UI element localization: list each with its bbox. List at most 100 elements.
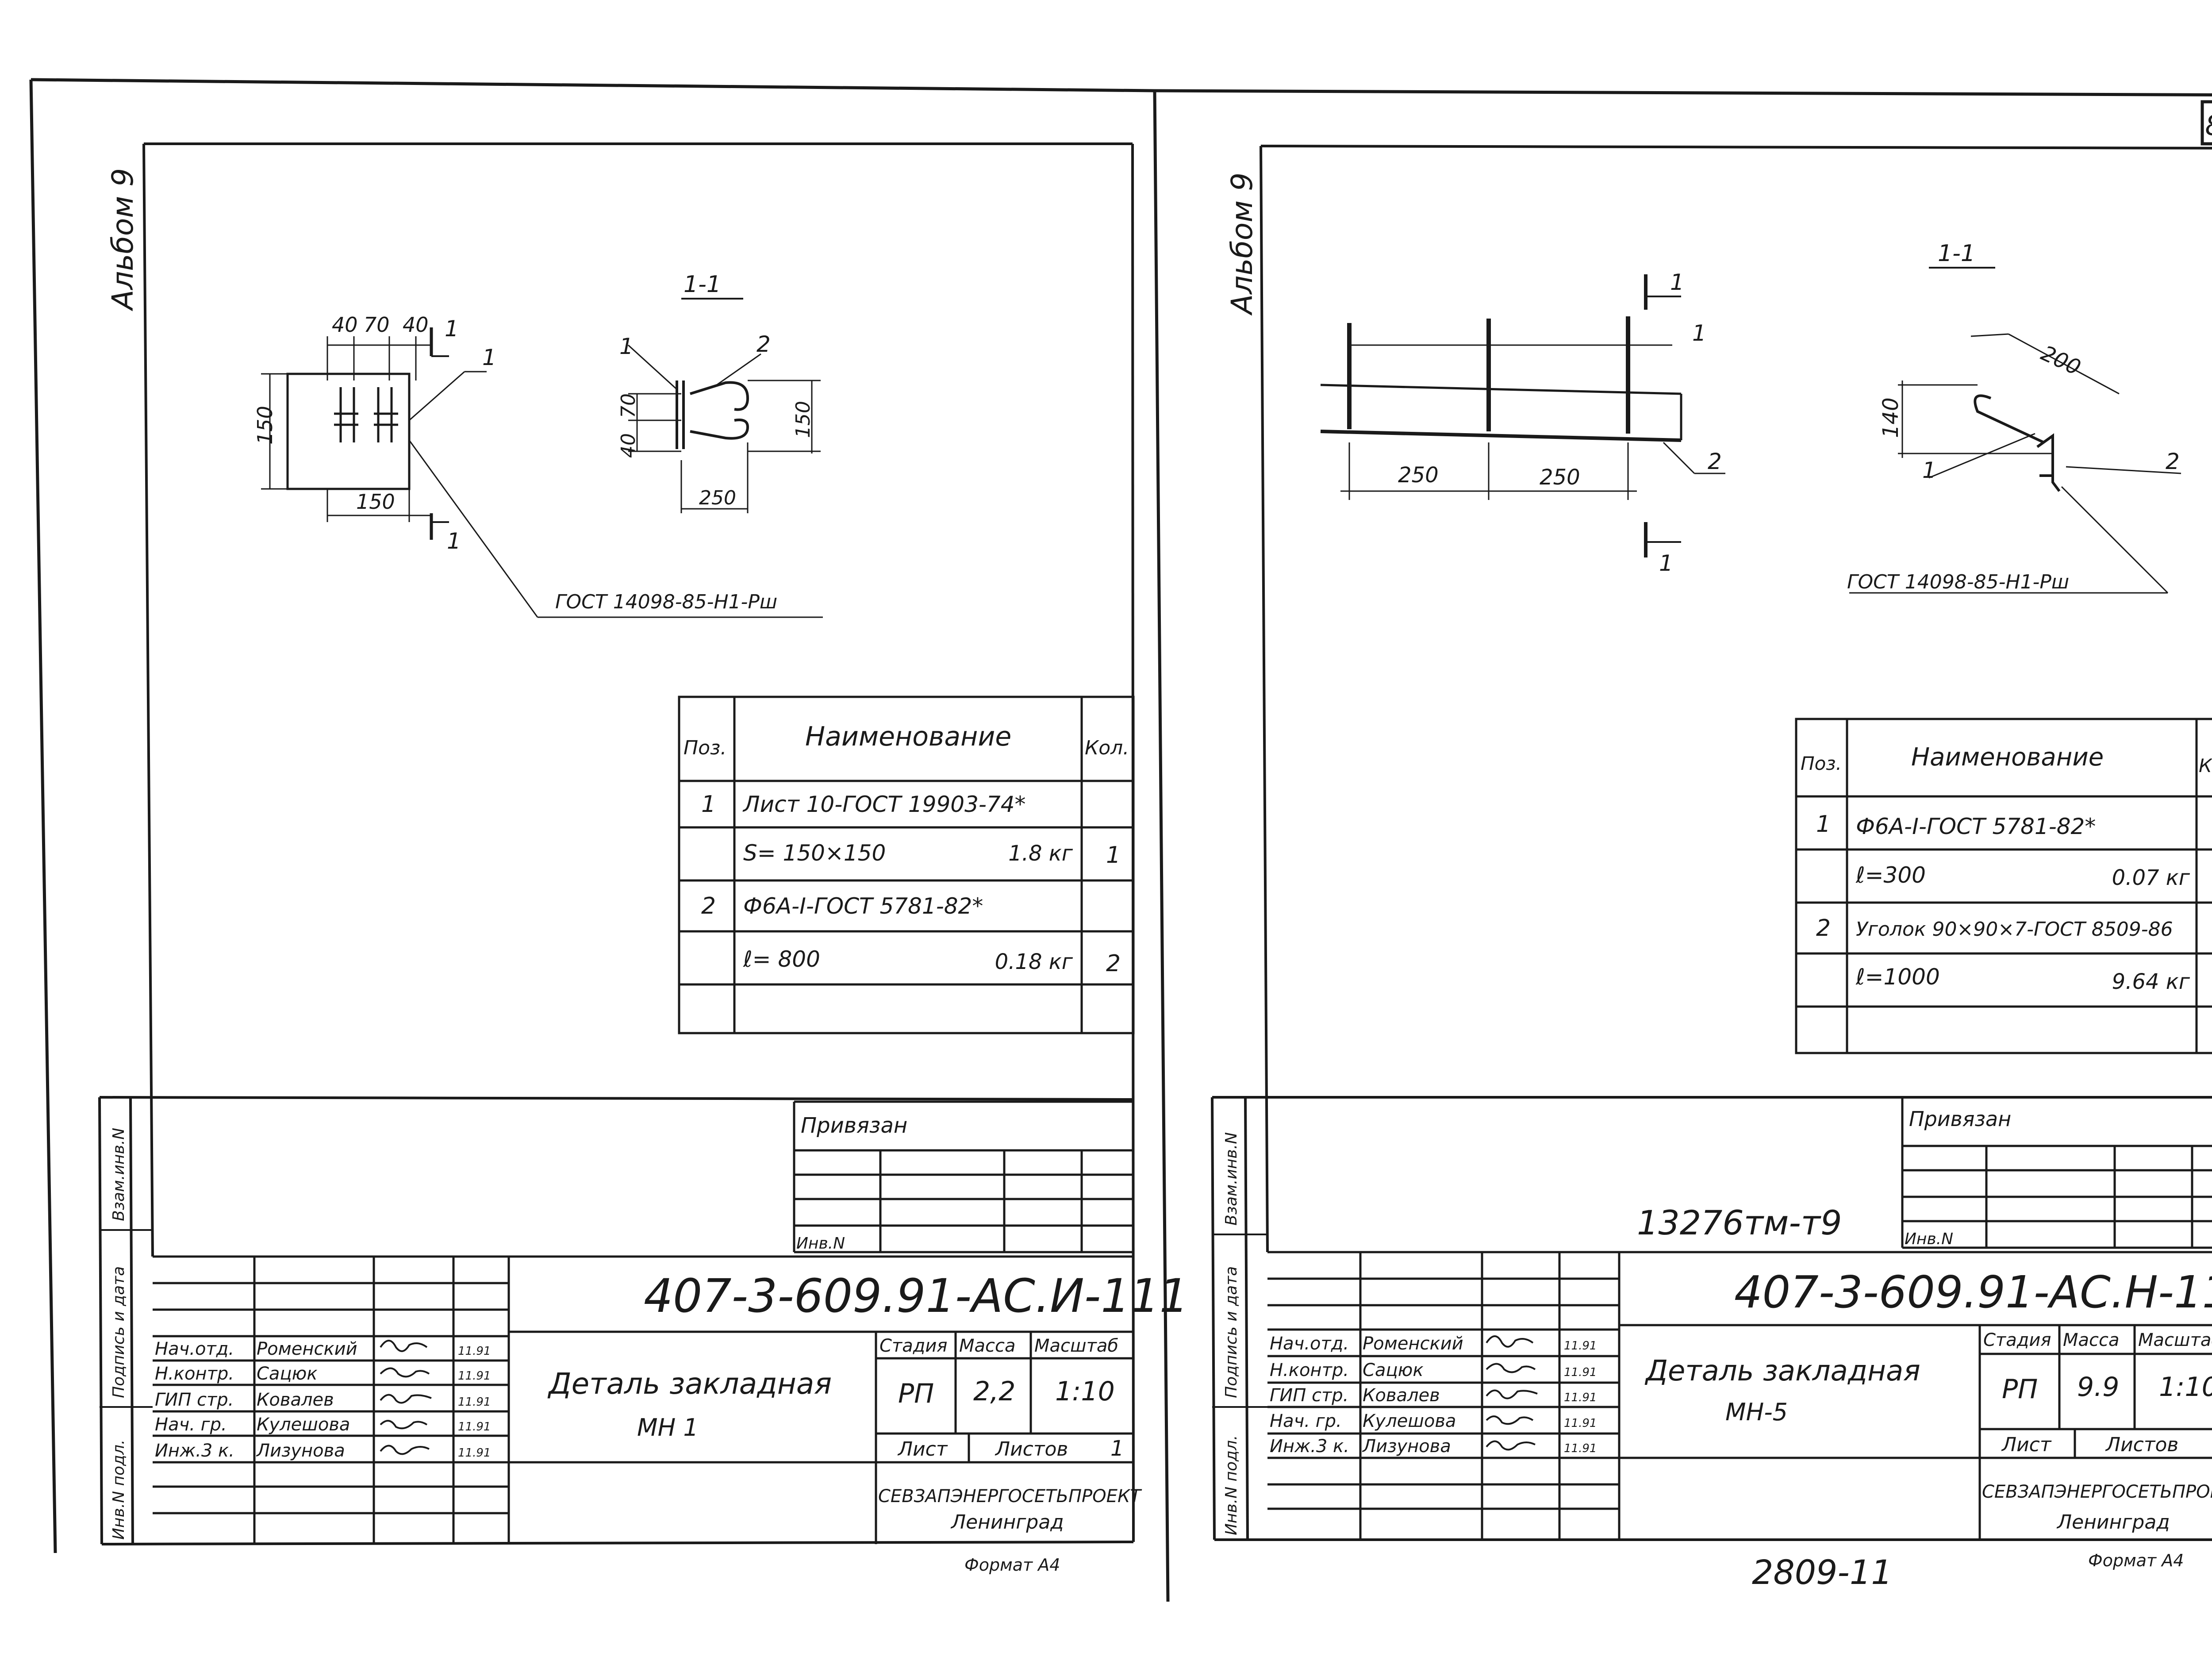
privyazan-label: Привязан [801,1113,907,1138]
section-view [1849,333,2181,594]
sheet-label: Лист [897,1438,948,1461]
dim-40b: 40 [403,313,429,337]
staff-name: Кулешова [257,1414,350,1435]
spec-table [678,696,1135,1034]
title-block [1267,1251,2212,1540]
privyazan-label: Привязан [1909,1107,2011,1131]
staff-date: 11.91 [1564,1417,1597,1430]
drawing-subtitle: МН-5 [1725,1398,1788,1426]
side-label-invpodl: Инв.N подл. [1222,1435,1240,1535]
side-label-podpis: Подпись и дата [1222,1266,1240,1398]
section-pos-1: 1 [619,334,634,359]
sheet-label: Лист [2001,1434,2052,1456]
dim-250b: 250 [1540,465,1580,490]
elev-pos-2: 2 [1708,449,1722,474]
album-label: Альбом 9 [106,168,140,311]
h-scale: Масштаб [1034,1336,1118,1356]
sheets-label: Листов [2105,1434,2178,1456]
spec-row4-name: ℓ=1000 [1855,964,1940,990]
staff-list: Нач.отд. Роменский 11.91 Н.контр. Сацюк … [155,1339,491,1461]
spec-h-name: Наименование [1911,743,2104,772]
spec-row1-pos: 1 [701,791,716,818]
dim-s250: 250 [699,487,736,509]
section-pos-1: 1 [1922,457,1936,483]
bottom-number: 2809-11 [1752,1553,1893,1592]
staff-role: Нач. гр. [1270,1411,1342,1431]
spec-row2-name: S= 150×150 [743,840,886,866]
spec-row2-qty: 1 [1106,842,1121,869]
staff-name: Лизунова [1362,1436,1451,1457]
section-view [627,344,821,513]
dim-h150: 150 [253,406,277,445]
side-label-vzam: Взам.инв.N [1222,1132,1240,1226]
inv-no-label: Инв.N [1905,1230,1953,1248]
drawing-title: Деталь закладная [547,1367,832,1401]
cut-mark-top: 1 [1670,269,1684,295]
staff-date: 11.91 [458,1420,491,1434]
section-label: 1-1 [684,271,721,298]
spec-row4-qty: 2 [1106,950,1121,977]
staff-role: ГИП стр. [155,1390,234,1410]
album-label: Альбом 9 [1225,173,1259,316]
designation: 407-3-609.91-АС.И-111 [644,1269,1189,1323]
staff-name: Кулешова [1363,1411,1456,1431]
gost-note: ГОСТ 14098-85-Н1-Рш [555,591,777,613]
stamp-number: 13276тм-т9 [1637,1203,1842,1242]
dim-s70: 70 [617,393,640,418]
dim-40a: 40 [332,313,358,337]
staff-name: Роменский [257,1339,357,1359]
spec-row1-name: Лист 10-ГОСТ 19903-74* [742,792,1026,817]
spec-row3-name: Уголок 90×90×7-ГОСТ 8509-86 [1856,918,2173,941]
section-pos-2: 2 [757,331,771,357]
sheet-outlines [29,78,2212,1602]
staff-date: 11.91 [458,1345,491,1358]
plan-view [261,327,823,618]
staff-role: ГИП стр. [1270,1385,1348,1406]
sheets-label: Листов [995,1438,1068,1461]
org-city: Ленинград [950,1511,1064,1534]
cut-mark-top: 1 [445,316,459,342]
staff-date: 11.91 [1564,1366,1597,1379]
dim-s40: 40 [617,433,640,458]
staff-date: 11.91 [1564,1339,1597,1353]
staff-role: Н.контр. [155,1364,234,1384]
spec-row1-pos: 1 [1816,811,1831,838]
drawing-title: Деталь закладная [1644,1355,1920,1388]
staff-role: Нач. гр. [155,1414,227,1435]
cut-mark-mid: 1 [1692,320,1706,346]
dim-200: 200 [2037,341,2085,380]
stage-value: РП [2002,1374,2038,1405]
staff-date: 11.91 [1564,1391,1597,1404]
staff-date: 11.91 [458,1395,491,1409]
spec-h-pos: Поз. [1801,753,1842,774]
h-mass: Масса [959,1336,1016,1356]
org-name: СЕВЗАПЭНЕРГОСЕТЬПРОЕКТ [1982,1482,2212,1502]
staff-role: Инж.3 к. [1270,1436,1349,1457]
signatures [380,1340,432,1455]
plan-pos-1: 1 [482,345,496,370]
h-mass: Масса [2063,1330,2120,1350]
drawing-subtitle: МН 1 [637,1414,699,1441]
h-stage: Стадия [879,1336,947,1356]
spec-h-pos: Поз. [684,737,726,759]
staff-name: Сацюк [1363,1360,1424,1380]
spec-row4-mass: 9.64 кг [2112,969,2190,994]
scale-value: 1:10 [1055,1376,1115,1407]
designation: 407-3-609.91-АС.Н-112 [1734,1266,2212,1318]
spec-row1-name: Ф6А-I-ГОСТ 5781-82* [1856,814,2096,839]
left-sheet: Альбом 9 [98,142,1189,1575]
org-name: СЕВЗАПЭНЕРГОСЕТЬПРОЕКТ [878,1486,1142,1507]
staff-role: Нач.отд. [1270,1334,1349,1354]
format-label: Формат А4 [964,1555,1060,1575]
spec-row3-pos: 2 [1816,915,1831,942]
stage-value: РП [898,1378,934,1409]
section-pos-2: 2 [2166,449,2180,474]
mass-value: 9.9 [2077,1372,2119,1403]
elevation-view [1320,274,1725,557]
privyazan-block [1901,1097,2212,1249]
org-city: Ленинград [2056,1511,2170,1534]
page-number: 85 [2205,109,2212,142]
dim-140: 140 [1878,397,1903,438]
staff-role: Нач.отд. [155,1339,234,1359]
cut-mark-bottom: 1 [447,528,461,554]
